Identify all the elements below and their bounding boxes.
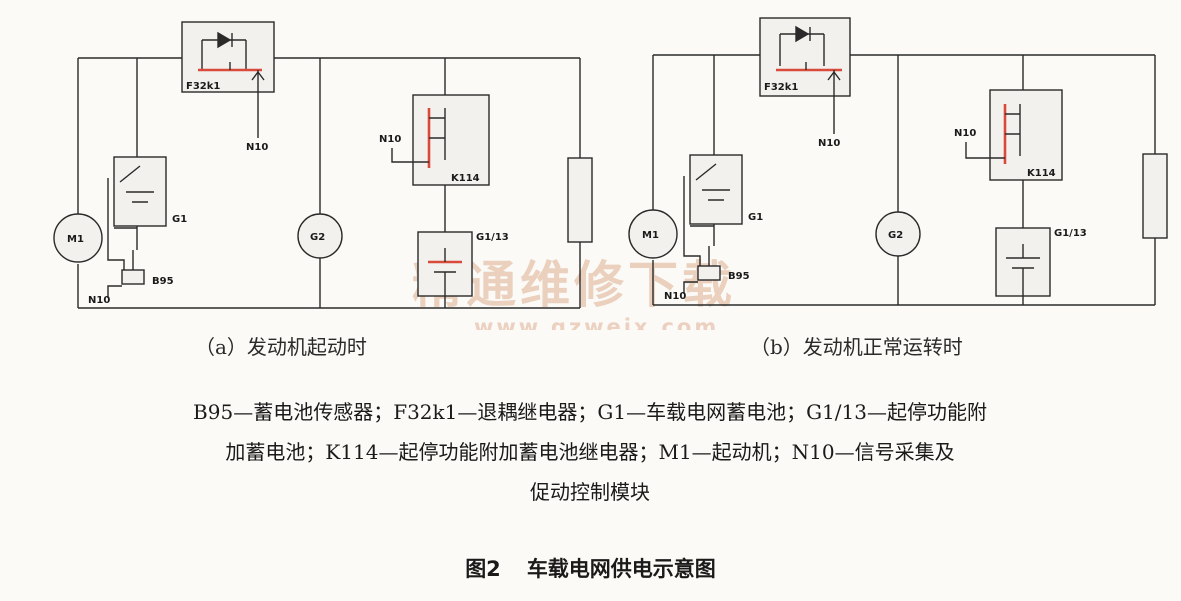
label-b95: B95 — [152, 276, 174, 287]
load-resistor — [1142, 153, 1168, 239]
label-g1: G1 — [748, 212, 763, 223]
sensor-b95 — [697, 265, 721, 281]
label-m1: M1 — [67, 234, 84, 245]
label-n10-k114: N10 — [379, 134, 401, 145]
label-g1-13: G1/13 — [476, 232, 509, 243]
motor-m1 — [628, 209, 678, 259]
diagram-b: F32k1 N10 N10 K114 G1 G1/13 M1 G2 B95 N1… — [628, 17, 1168, 306]
legend-line-2: 加蓄电池；K114—起停功能附加蓄电池继电器；M1—起动机；N10—信号采集及 — [225, 440, 955, 464]
figure-title-text: 车载电网供电示意图 — [526, 557, 716, 581]
label-k114: K114 — [1027, 168, 1056, 179]
motor-m1 — [53, 213, 103, 263]
label-n10-bottom: N10 — [664, 291, 686, 302]
relay-k114 — [989, 89, 1063, 181]
relay-k114 — [412, 94, 490, 186]
watermark-url: www.gzweix.com — [474, 315, 719, 330]
label-n10-top: N10 — [818, 138, 840, 149]
diagram-a: F32k1 N10 N10 K114 G1 G1/13 M1 G2 B95 N1… — [53, 21, 593, 309]
label-n10-bottom: N10 — [88, 295, 110, 306]
label-g2: G2 — [888, 230, 903, 241]
label-g1: G1 — [172, 214, 187, 225]
label-b95: B95 — [728, 271, 750, 282]
generator-g2 — [875, 211, 921, 257]
sensor-b95 — [121, 269, 145, 285]
figure-title: 图2 车载电网供电示意图 — [0, 553, 1181, 583]
label-g2: G2 — [310, 232, 325, 243]
label-g1-13: G1/13 — [1054, 228, 1087, 239]
label-n10-top: N10 — [246, 142, 268, 153]
label-n10-k114: N10 — [954, 128, 976, 139]
legend-line-1: B95—蓄电池传感器；F32k1—退耦继电器；G1—车载电网蓄电池；G1/13—… — [193, 400, 987, 424]
caption-b: （b）发动机正常运转时 — [750, 335, 963, 359]
figure-number: 图2 — [465, 557, 501, 581]
label-k114: K114 — [451, 173, 480, 184]
label-f32k1: F32k1 — [186, 81, 220, 92]
generator-g2 — [297, 213, 343, 259]
legend: B95—蓄电池传感器；F32k1—退耦继电器；G1—车载电网蓄电池；G1/13—… — [25, 392, 1155, 512]
circuit-diagrams: 精通维修下载 F32k1 N10 N10 K114 — [53, 17, 1168, 330]
load-resistor — [567, 157, 593, 243]
label-m1: M1 — [642, 230, 659, 241]
caption-a: （a）发动机起动时 — [195, 335, 367, 359]
label-f32k1: F32k1 — [764, 82, 798, 93]
relay-f32k1 — [759, 17, 851, 97]
legend-line-3: 促动控制模块 — [530, 480, 650, 504]
